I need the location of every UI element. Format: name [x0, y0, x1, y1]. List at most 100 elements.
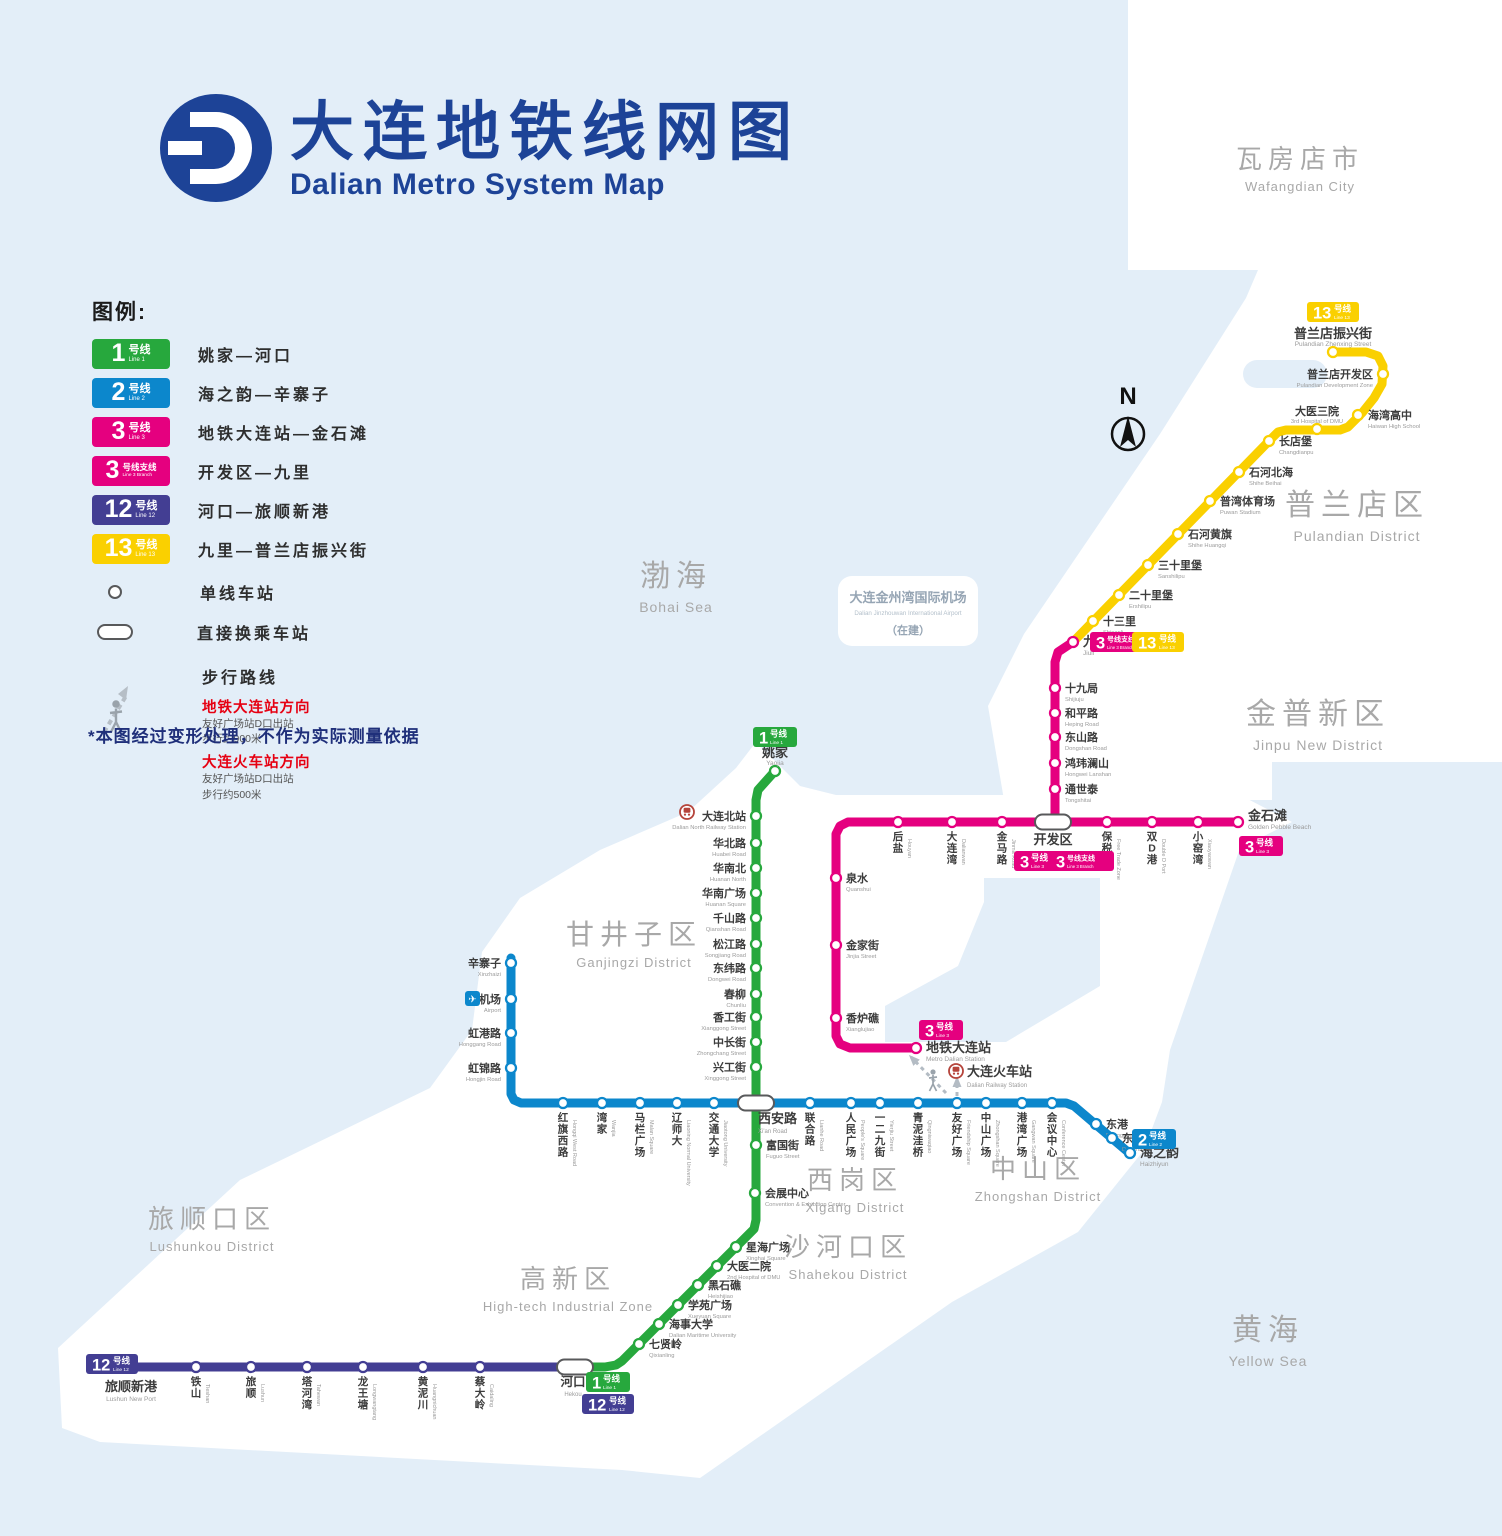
station-dot — [1105, 1131, 1119, 1145]
svg-text:会展中心: 会展中心 — [765, 1186, 809, 1200]
svg-text:盐: 盐 — [893, 842, 904, 855]
svg-text:Changdianpu: Changdianpu — [1279, 450, 1314, 456]
station-dot — [891, 815, 905, 829]
svg-text:会: 会 — [1047, 1111, 1058, 1124]
svg-text:号线: 号线 — [609, 1396, 627, 1406]
svg-text:通: 通 — [709, 1124, 720, 1136]
svg-text:街: 街 — [874, 1146, 886, 1159]
svg-text:Zhongshan District: Zhongshan District — [975, 1189, 1101, 1204]
station-dot — [844, 1096, 858, 1110]
page-title: 大连地铁线网图 Dalian Metro System Map — [290, 98, 801, 202]
svg-text:王: 王 — [358, 1388, 369, 1400]
svg-text:Line 13: Line 13 — [1159, 645, 1175, 651]
svg-text:姚家: 姚家 — [761, 745, 789, 760]
svg-text:大医三院: 大医三院 — [1295, 404, 1339, 418]
svg-text:桥: 桥 — [913, 1146, 924, 1159]
svg-text:广: 广 — [1017, 1134, 1028, 1147]
svg-text:Hongjin Road: Hongjin Road — [466, 1077, 501, 1083]
svg-text:Wanjia: Wanjia — [610, 1120, 616, 1138]
svg-text:金石滩: 金石滩 — [1247, 808, 1287, 823]
region-label: 中山区 — [990, 1154, 1086, 1184]
railway-station-icon — [948, 1063, 964, 1079]
station-dot — [710, 1259, 724, 1273]
svg-text:机场: 机场 — [479, 992, 501, 1006]
svg-text:后: 后 — [893, 830, 904, 843]
svg-text:Jinma Road: Jinma Road — [1010, 839, 1016, 868]
svg-text:友: 友 — [951, 1111, 963, 1124]
svg-text:Qianshan Road: Qianshan Road — [706, 927, 746, 933]
svg-text:税: 税 — [1102, 842, 1113, 855]
metro-line2 — [506, 953, 1136, 1159]
north-label: N — [1119, 383, 1136, 410]
station-dot — [1089, 1117, 1103, 1131]
svg-text:Honggang Road: Honggang Road — [459, 1042, 501, 1048]
region-label: 旅顺口区 — [148, 1204, 276, 1234]
svg-text:九: 九 — [874, 1134, 886, 1147]
station-dot — [670, 1096, 684, 1110]
svg-text:Caidaling: Caidaling — [488, 1384, 494, 1407]
svg-text:Free Trade Zone: Free Trade Zone — [1115, 839, 1121, 880]
line-badge — [1050, 851, 1114, 871]
station-dot — [1203, 494, 1217, 508]
interchange-station — [556, 1358, 594, 1376]
svg-text:Jiuli: Jiuli — [1083, 650, 1094, 657]
svg-text:蔡: 蔡 — [474, 1375, 486, 1388]
svg-text:Metro Dalian Station: Metro Dalian Station — [926, 1056, 985, 1063]
svg-text:铁: 铁 — [191, 1375, 202, 1388]
station-dot — [504, 1026, 518, 1040]
svg-text:龙: 龙 — [357, 1375, 369, 1388]
svg-text:Bohai Sea: Bohai Sea — [639, 599, 713, 615]
svg-text:一: 一 — [875, 1112, 886, 1124]
pedestrian-icon — [928, 1069, 938, 1092]
station-dot — [749, 1035, 763, 1049]
svg-text:湾: 湾 — [947, 853, 958, 866]
region-label: 金普新区 — [1246, 698, 1390, 731]
svg-text:Chunliu: Chunliu — [726, 1003, 746, 1009]
svg-text:辽: 辽 — [672, 1112, 683, 1124]
metro-line3 — [831, 817, 1243, 1053]
svg-text:大: 大 — [672, 1134, 683, 1147]
svg-text:Xueyuan Square: Xueyuan Square — [688, 1314, 731, 1320]
svg-text:双: 双 — [1146, 831, 1158, 843]
svg-text:塔: 塔 — [302, 1375, 313, 1388]
svg-text:河: 河 — [302, 1388, 313, 1400]
svg-text:二: 二 — [875, 1124, 886, 1136]
svg-text:港: 港 — [1147, 853, 1158, 866]
station-dot — [1191, 815, 1205, 829]
svg-text:12: 12 — [92, 1357, 110, 1375]
station-dot — [1262, 434, 1276, 448]
region-label: 渤海 — [640, 560, 712, 593]
station-dot — [749, 861, 763, 875]
region-label: 西岗区 — [807, 1165, 903, 1195]
svg-text:联: 联 — [805, 1111, 816, 1124]
svg-text:场: 场 — [635, 1146, 646, 1159]
svg-text:Line 3: Line 3 — [1256, 849, 1269, 855]
walking-direction-2: 大连火车站方向 — [202, 755, 311, 772]
station-dot — [671, 1298, 685, 1312]
station-dot — [1066, 635, 1080, 649]
line-badge — [1132, 632, 1184, 652]
walking-title: 步行路线 — [202, 670, 279, 687]
svg-text:Zhongchang Street: Zhongchang Street — [697, 1051, 747, 1057]
svg-text:Puwan Stadium: Puwan Stadium — [1220, 510, 1261, 516]
svg-text:Zhongshan Square: Zhongshan Square — [994, 1120, 1000, 1167]
svg-text:大: 大 — [947, 830, 958, 843]
svg-text:号线: 号线 — [1031, 853, 1049, 863]
station-dot — [300, 1360, 314, 1374]
station-dot — [633, 1096, 647, 1110]
svg-text:虹港路: 虹港路 — [468, 1026, 502, 1040]
svg-text:Hekou: Hekou — [564, 1392, 581, 1398]
svg-text:Double D Port: Double D Port — [1160, 839, 1166, 874]
legend-single-station: 单线车站 — [92, 580, 512, 604]
svg-text:号线: 号线 — [770, 729, 788, 739]
svg-text:顺: 顺 — [246, 1387, 257, 1400]
svg-text:Xigang District: Xigang District — [806, 1200, 905, 1215]
svg-text:Hongwei Lanshan: Hongwei Lanshan — [1065, 772, 1111, 778]
